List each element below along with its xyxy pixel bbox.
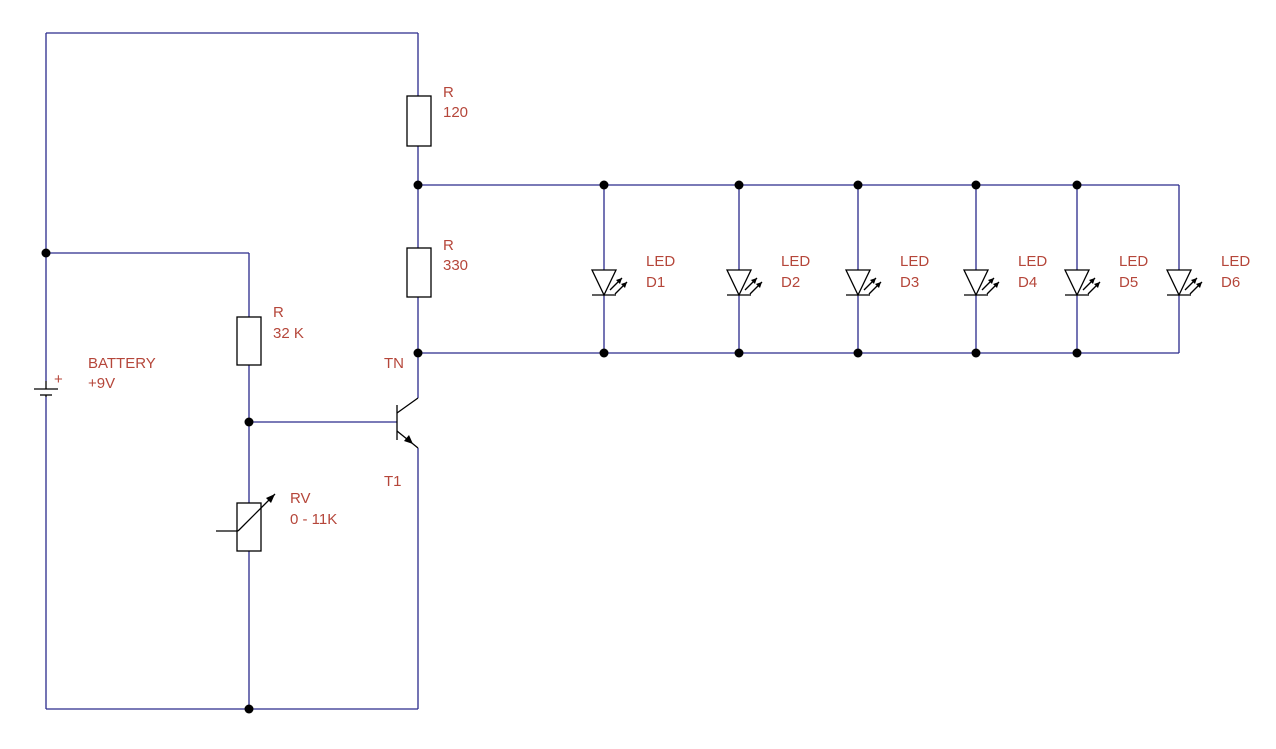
junction-dot xyxy=(41,248,51,258)
r330-value-label: 330 xyxy=(443,257,468,274)
battery-symbol xyxy=(34,381,58,397)
junction-dot xyxy=(734,348,744,358)
light-arrowhead-icon xyxy=(1196,282,1202,288)
rv-value-label: 0 - 11K xyxy=(290,511,337,528)
junction-dot xyxy=(1072,180,1082,190)
led-ref-label: D2 xyxy=(781,274,800,291)
led-name-label: LED xyxy=(781,253,810,270)
r32k-name-label: R xyxy=(273,304,284,321)
junction-dot xyxy=(413,348,423,358)
battery-name-label: BATTERY xyxy=(88,355,156,372)
r120-name-label: R xyxy=(443,84,454,101)
led-ref-label: D3 xyxy=(900,274,919,291)
led-d1-symbol: LED D1 xyxy=(590,253,675,297)
junction-dot xyxy=(971,180,981,190)
led-d2-symbol: LED D2 xyxy=(725,253,810,297)
light-arrowhead-icon xyxy=(756,282,762,288)
diode-triangle xyxy=(1165,269,1193,297)
light-arrowhead-icon xyxy=(621,282,627,288)
led-array: LED D1 LED D2 LED D3 LED D4 LED D5 LED D6 xyxy=(590,253,1250,297)
junction-dot xyxy=(599,348,609,358)
led-d6-symbol: LED D6 xyxy=(1165,253,1250,297)
led-name-label: LED xyxy=(1221,253,1250,270)
r120-value-label: 120 xyxy=(443,104,468,121)
junction-dot xyxy=(244,417,254,427)
diode-triangle xyxy=(725,269,753,297)
transistor-t1-symbol xyxy=(396,397,419,449)
led-name-label: LED xyxy=(646,253,675,270)
diode-triangle xyxy=(844,269,872,297)
led-name-label: LED xyxy=(1119,253,1148,270)
led-d3-symbol: LED D3 xyxy=(844,253,929,297)
junction-dot xyxy=(599,180,609,190)
light-arrowhead-icon xyxy=(1191,278,1197,284)
resistor-r120-symbol xyxy=(406,95,432,147)
led-ref-label: D6 xyxy=(1221,274,1240,291)
junctions xyxy=(41,180,1082,714)
battery-value-label: +9V xyxy=(88,375,115,392)
r330-name-label: R xyxy=(443,237,454,254)
junction-dot xyxy=(971,348,981,358)
led-d4-symbol: LED D4 xyxy=(962,253,1047,297)
battery-polarity: + xyxy=(54,371,63,388)
rv-name-label: RV xyxy=(290,490,311,507)
light-arrowhead-icon xyxy=(1089,278,1095,284)
diode-triangle xyxy=(962,269,990,297)
led-name-label: LED xyxy=(900,253,929,270)
light-arrowhead-icon xyxy=(751,278,757,284)
light-arrowhead-icon xyxy=(870,278,876,284)
junction-dot xyxy=(853,180,863,190)
junction-dot xyxy=(244,704,254,714)
emitter-arrow-icon xyxy=(404,435,413,444)
transistor-ref-label: T1 xyxy=(384,473,402,490)
diode-triangle xyxy=(1063,269,1091,297)
led-ref-label: D4 xyxy=(1018,274,1037,291)
led-ref-label: D5 xyxy=(1119,274,1138,291)
light-arrowhead-icon xyxy=(988,278,994,284)
resistor-r330-symbol xyxy=(406,247,432,298)
junction-dot xyxy=(853,348,863,358)
resistor-r32k-symbol xyxy=(236,316,262,366)
light-arrowhead-icon xyxy=(993,282,999,288)
junction-dot xyxy=(734,180,744,190)
led-name-label: LED xyxy=(1018,253,1047,270)
r32k-value-label: 32 K xyxy=(273,325,304,342)
junction-dot xyxy=(1072,348,1082,358)
transistor-type-label: TN xyxy=(384,355,404,372)
led-ref-label: D1 xyxy=(646,274,665,291)
light-arrowhead-icon xyxy=(616,278,622,284)
junction-dot xyxy=(413,180,423,190)
light-arrowhead-icon xyxy=(875,282,881,288)
led-d5-symbol: LED D5 xyxy=(1063,253,1148,297)
wires xyxy=(45,32,1180,710)
rv-arrow-icon xyxy=(266,494,275,503)
variable-resistor-symbol xyxy=(216,493,276,552)
light-arrowhead-icon xyxy=(1094,282,1100,288)
diode-triangle xyxy=(590,269,618,297)
